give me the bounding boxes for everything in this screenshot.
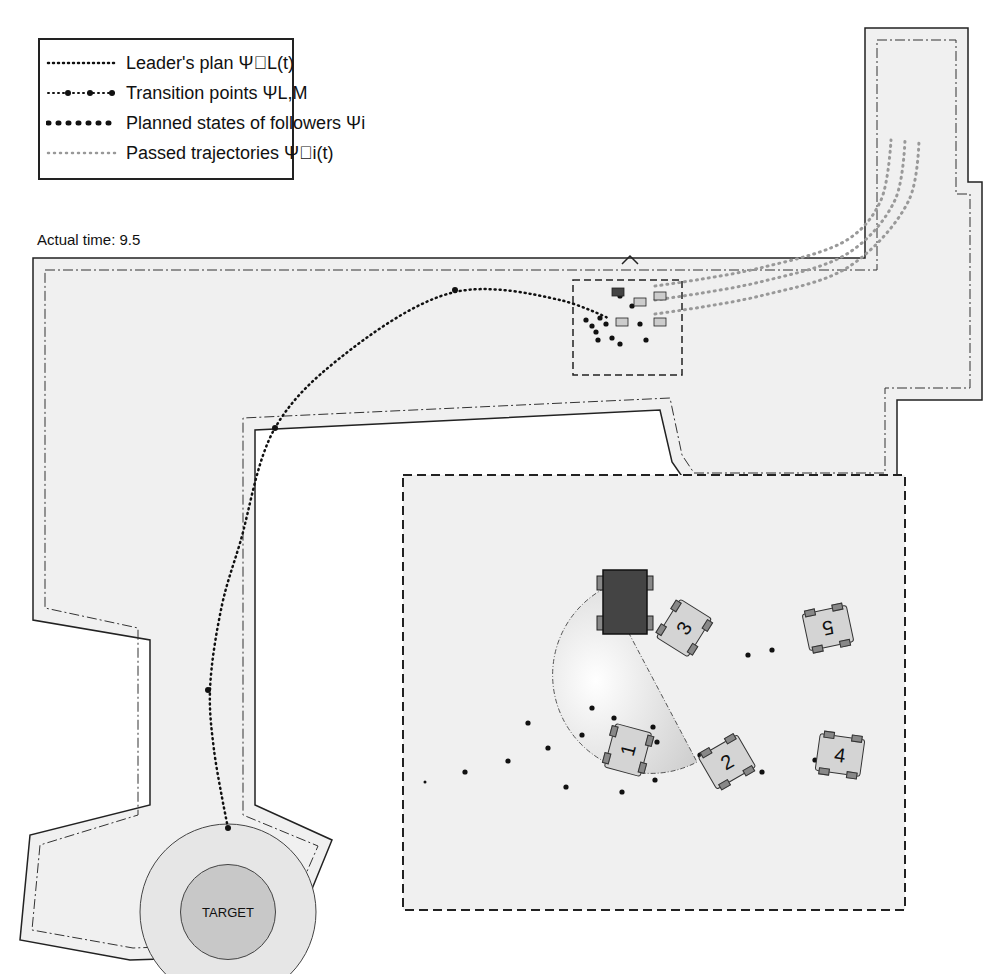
target-zone	[140, 824, 316, 974]
leader-robot	[597, 570, 653, 634]
planned-state	[617, 341, 622, 346]
planned-state	[597, 315, 602, 320]
legend-sample	[46, 56, 118, 70]
planned-state	[759, 769, 764, 774]
planned-state	[563, 784, 568, 789]
planned-state	[603, 321, 608, 326]
planned-state	[589, 323, 594, 328]
robot-wheel	[823, 731, 835, 739]
planned-state	[462, 769, 467, 774]
passed-trajectory	[655, 140, 905, 300]
small-robot	[616, 318, 628, 326]
robot-number: 4	[833, 743, 847, 767]
target-label: TARGET	[202, 905, 254, 920]
small-robot	[654, 318, 666, 326]
robot-wheel	[851, 734, 863, 742]
transition-point	[205, 687, 211, 693]
planned-state	[611, 715, 616, 720]
legend-sample	[46, 146, 118, 160]
robot-wheel	[609, 725, 619, 737]
planned-state	[545, 745, 550, 750]
legend-sample	[46, 116, 118, 130]
planned-state	[609, 335, 614, 340]
follower-robot: 4	[815, 733, 866, 777]
transition-point	[225, 825, 231, 831]
planned-state	[579, 732, 584, 737]
transition-point	[452, 287, 458, 293]
legend-sample	[46, 86, 118, 100]
legend-entry: Transition points ΨL,M	[46, 80, 307, 106]
robot-wheel	[831, 603, 843, 612]
follower-robot: 1	[604, 723, 653, 777]
zoom-marker	[622, 256, 638, 264]
inset-frame	[403, 475, 905, 910]
planned-state	[589, 705, 594, 710]
legend-text: Planned states of followers Ψi	[126, 113, 365, 134]
legend-text: Leader's plan Ψ⃗L(t)	[126, 53, 294, 74]
legend-text: Transition points ΨL,M	[126, 83, 307, 104]
planned-state	[525, 720, 530, 725]
legend-entry: Planned states of followers Ψi	[46, 110, 365, 136]
planned-state	[595, 337, 600, 342]
legend-text: Passed trajectories Ψ⃖i(t)	[126, 143, 334, 164]
planned-state	[650, 724, 655, 729]
robot-number: 3	[671, 617, 696, 639]
legend-box: Leader's plan Ψ⃗L(t)Transition points ΨL…	[38, 38, 294, 180]
small-robot	[634, 298, 646, 306]
planned-state	[593, 329, 598, 334]
planned-state	[424, 781, 427, 784]
passed-trajectory	[655, 140, 919, 314]
zoom-box	[573, 280, 682, 375]
follower-robot: 5	[802, 605, 855, 652]
passed-trajectory	[655, 140, 891, 286]
legend-entry: Leader's plan Ψ⃗L(t)	[46, 50, 294, 76]
small-robot	[612, 288, 624, 296]
transition-point	[272, 425, 278, 431]
robot-number: 2	[716, 749, 737, 774]
small-robot	[654, 292, 666, 300]
planned-state	[745, 652, 750, 657]
target-circle: TARGET	[180, 864, 276, 960]
robot-number: 1	[615, 742, 640, 759]
legend-entry: Passed trajectories Ψ⃖i(t)	[46, 140, 334, 166]
planned-state	[769, 647, 774, 652]
time-label: Actual time: 9.5	[37, 231, 140, 248]
robot-wheel	[846, 771, 858, 779]
robot-wheel	[818, 767, 830, 775]
corridor-outline	[20, 28, 982, 960]
planned-state	[654, 739, 659, 744]
robot-number: 5	[820, 616, 836, 641]
planned-state	[583, 317, 588, 322]
planned-state	[619, 789, 624, 794]
robot-wheel	[804, 608, 816, 617]
planned-state	[505, 758, 510, 763]
planned-state	[637, 321, 642, 326]
planned-state	[652, 777, 657, 782]
robot-wheel	[602, 752, 612, 764]
planned-state	[643, 337, 648, 342]
